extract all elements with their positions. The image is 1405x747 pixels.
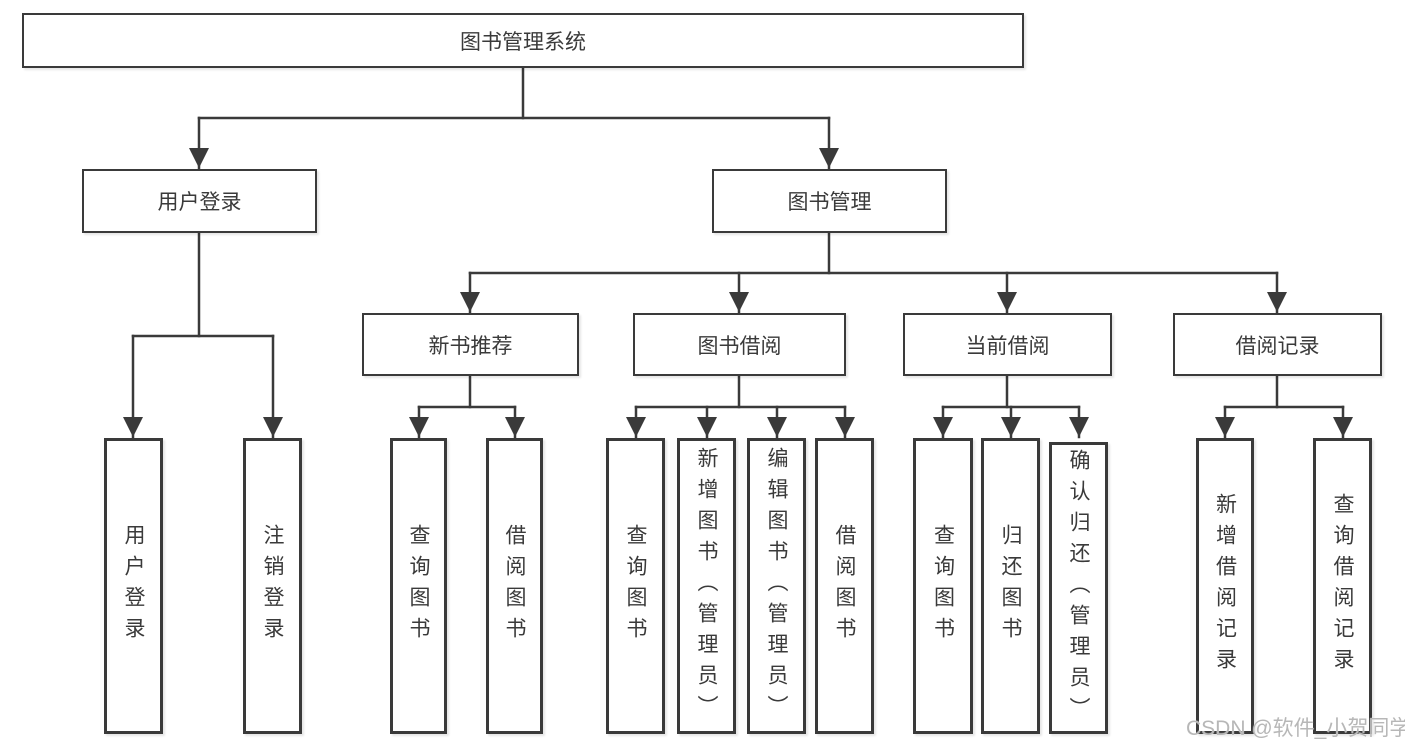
leaf-label: 借阅图书: [833, 524, 856, 648]
leaf-label: 注销登录: [261, 524, 284, 648]
leaf-user-login: 用户登录: [104, 438, 163, 734]
leaf-label: 查询图书: [931, 524, 955, 648]
leaf-add-books-admin: 新增图书（管理员）: [677, 438, 736, 734]
node-label: 图书借阅: [697, 334, 782, 358]
leaf-label: 用户登录: [122, 524, 145, 648]
node-current-borrow: 当前借阅: [903, 313, 1112, 376]
watermark: CSDN @软件_小贺同学: [1186, 717, 1405, 740]
leaf-add-borrow-record: 新增借阅记录: [1196, 438, 1254, 734]
node-borrow-records: 借阅记录: [1173, 313, 1382, 376]
node-label: 图书管理系统: [460, 30, 586, 54]
leaf-edit-books-admin: 编辑图书（管理员）: [747, 438, 806, 734]
leaf-label: 编辑图书（管理员）: [765, 446, 788, 726]
leaf-query-books-recommend: 查询图书: [390, 438, 447, 734]
leaf-label: 查询图书: [407, 524, 430, 648]
leaf-label: 归还图书: [999, 524, 1022, 648]
node-label: 用户登录: [157, 191, 242, 214]
node-root-system: 图书管理系统: [22, 13, 1024, 68]
node-new-book-recommend: 新书推荐: [362, 313, 579, 376]
leaf-label: 查询图书: [624, 524, 647, 648]
leaf-label: 查询借阅记录: [1331, 493, 1354, 679]
leaf-query-books-borrow: 查询图书: [606, 438, 665, 734]
node-book-borrow: 图书借阅: [633, 313, 846, 376]
node-label: 新书推荐: [428, 334, 513, 358]
leaf-label: 确认归还（管理员）: [1067, 448, 1090, 728]
leaf-return-books: 归还图书: [981, 438, 1040, 734]
leaf-borrow-books: 借阅图书: [815, 438, 874, 734]
leaf-label: 借阅图书: [503, 524, 526, 648]
node-label: 图书管理: [787, 191, 872, 214]
leaf-logout: 注销登录: [243, 438, 302, 734]
leaf-label: 新增借阅记录: [1213, 493, 1237, 679]
node-label: 当前借阅: [965, 334, 1050, 358]
leaf-label: 新增图书（管理员）: [695, 446, 718, 726]
node-label: 借阅记录: [1235, 334, 1320, 358]
leaf-query-borrow-record: 查询借阅记录: [1313, 438, 1372, 734]
node-user-login-branch: 用户登录: [82, 169, 317, 233]
node-book-management-branch: 图书管理: [712, 169, 947, 233]
leaf-borrow-books-recommend: 借阅图书: [486, 438, 543, 734]
leaf-confirm-return-admin: 确认归还（管理员）: [1049, 442, 1108, 734]
leaf-query-books-current: 查询图书: [913, 438, 973, 734]
